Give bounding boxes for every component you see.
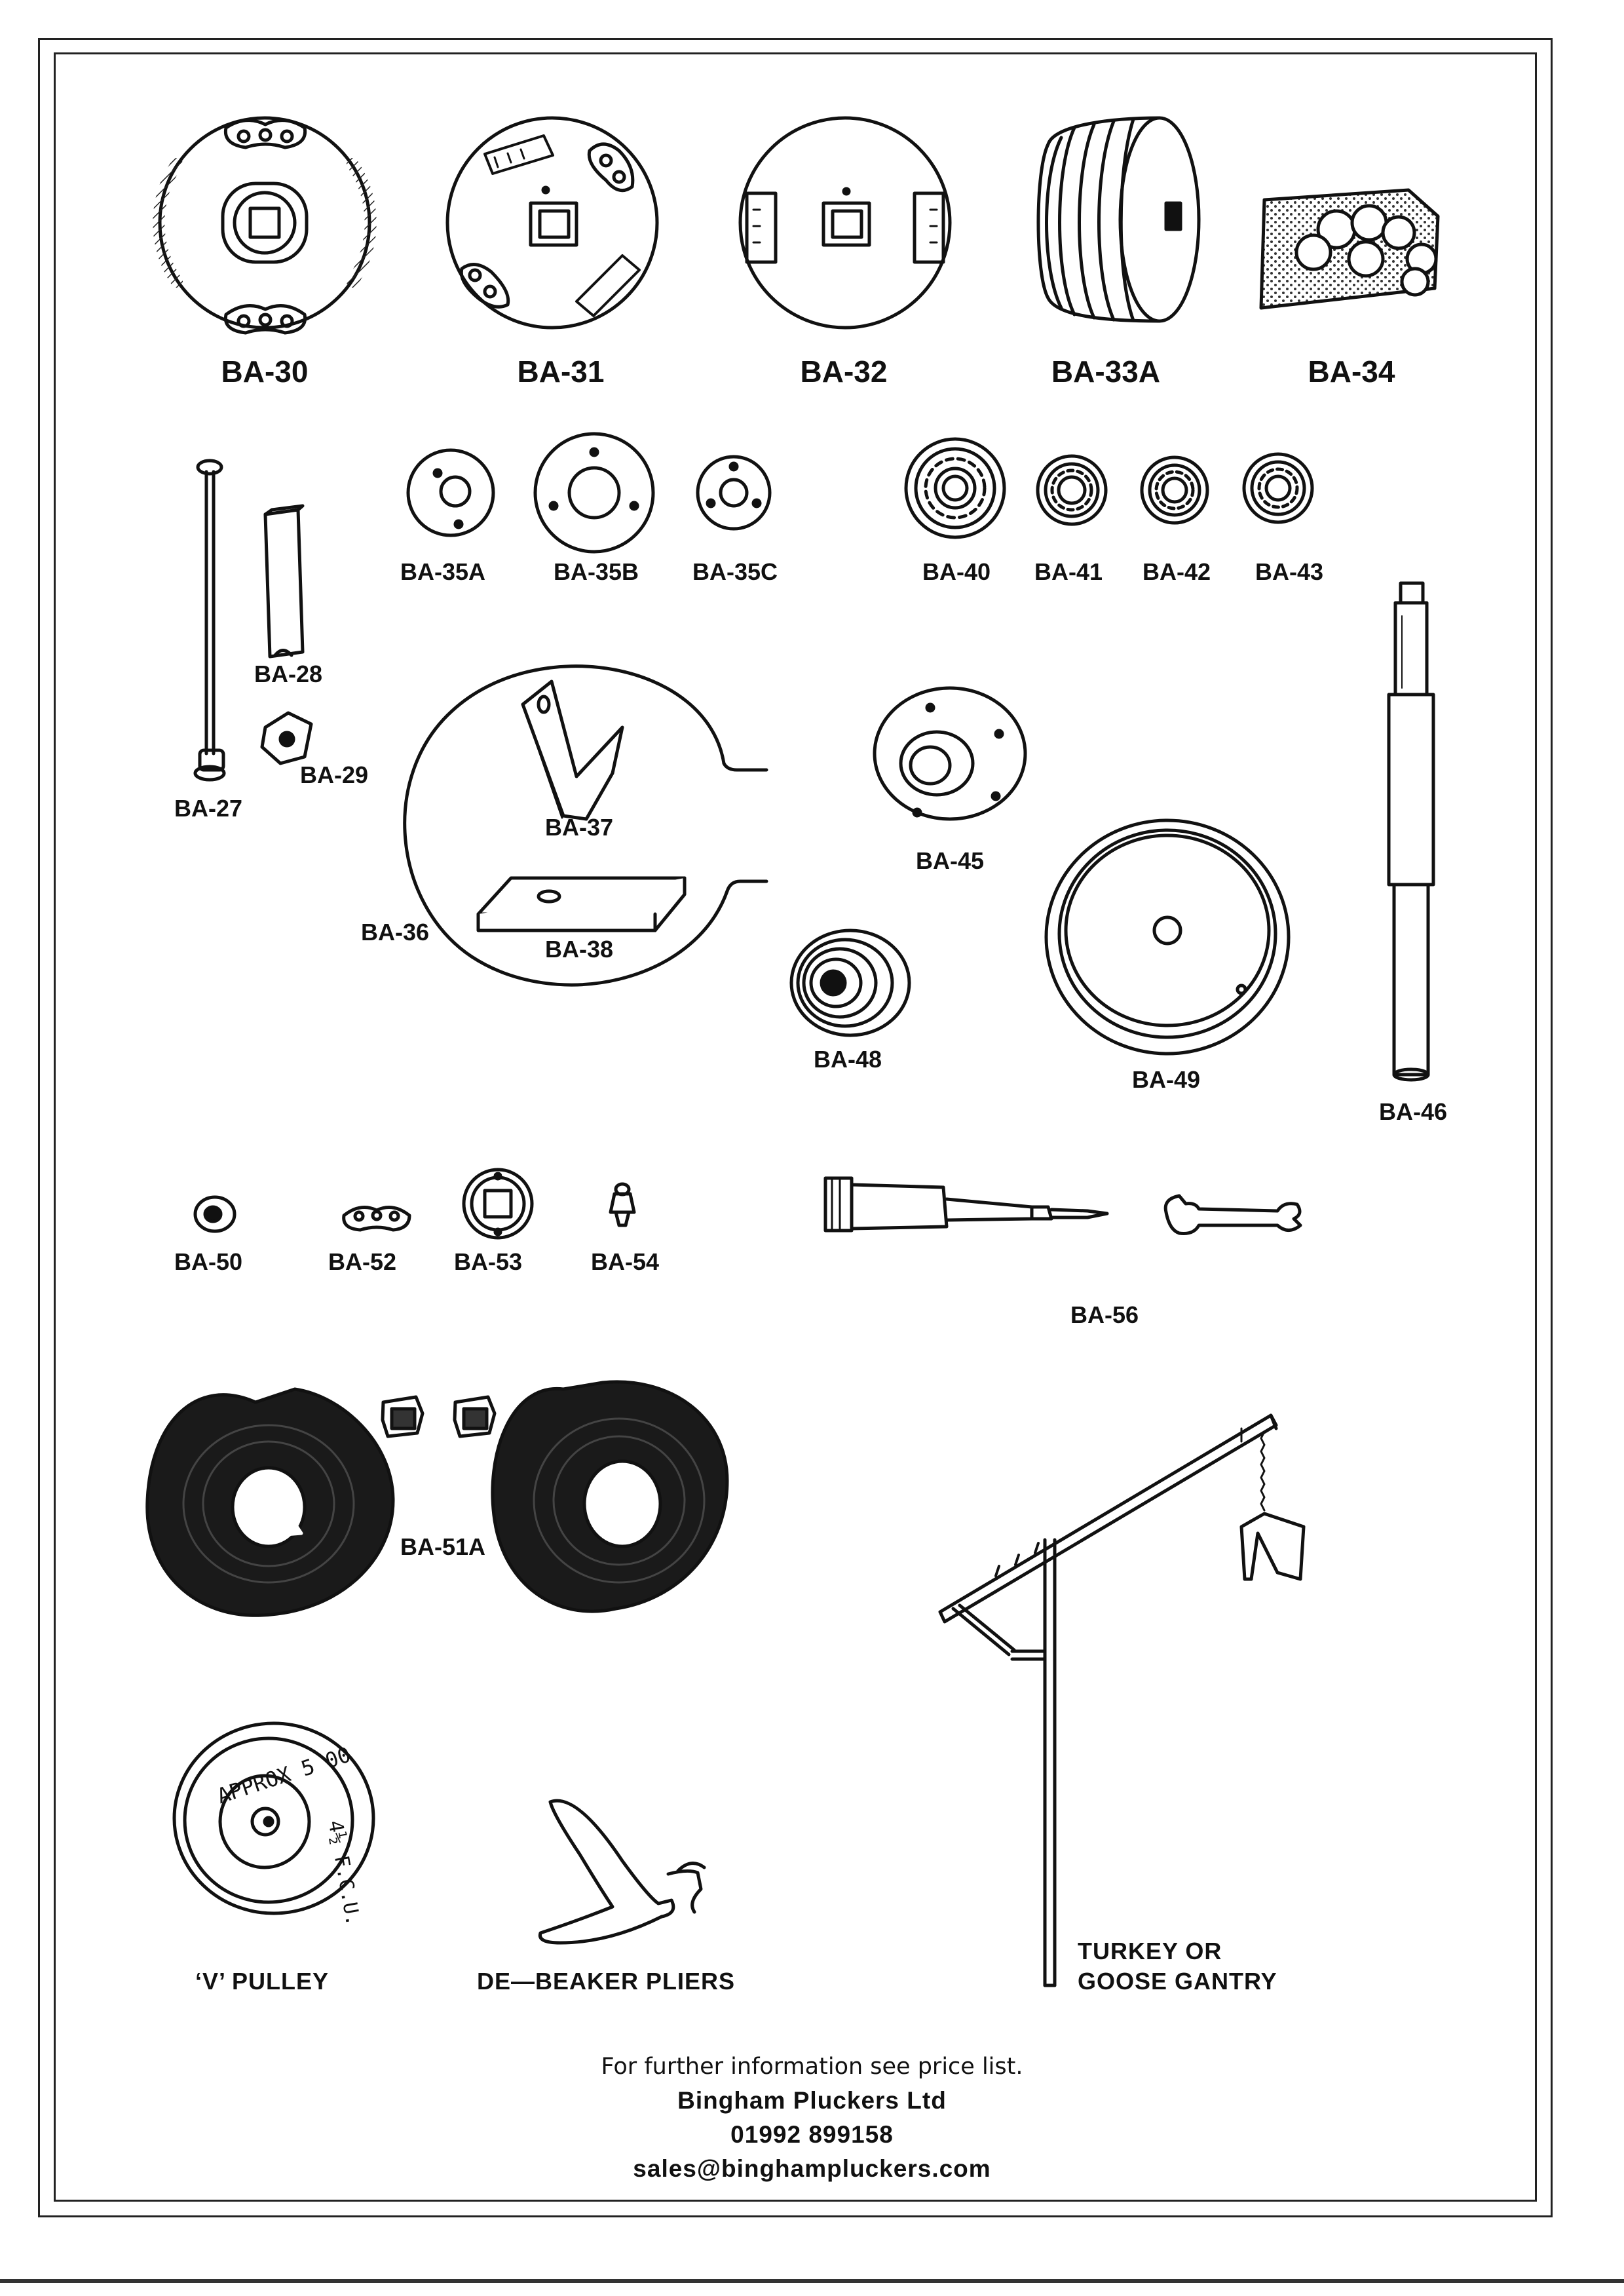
ba51a-belts-drawing <box>145 1380 729 1617</box>
ba37-blade-drawing <box>521 679 624 821</box>
ba52-clip-drawing <box>342 1206 411 1232</box>
footer-note: For further information see price list. <box>601 2054 1023 2080</box>
ba56-label: BA-56 <box>1070 1301 1139 1328</box>
ba50-bush-drawing <box>193 1195 236 1233</box>
pliers-caption: DE—BEAKER PLIERS <box>476 1968 736 1995</box>
ba45-flange-drawing <box>873 686 1027 821</box>
ba29-nut-drawing <box>260 711 313 765</box>
gantry-caption-line2: GOOSE GANTRY <box>1078 1968 1277 1995</box>
ba48-label: BA-48 <box>813 1046 882 1073</box>
v-pulley-top-text: APPROX 5 00 <box>214 1742 354 1809</box>
ba53-hub-drawing <box>462 1168 534 1240</box>
ba37-label: BA-37 <box>544 814 614 841</box>
outer-border <box>38 38 1553 2217</box>
ba30-disc-drawing <box>153 116 377 335</box>
company-name: Bingham Pluckers Ltd <box>677 2087 947 2114</box>
ba40-43-bearings-drawing <box>904 437 1314 539</box>
ba38-plate-drawing <box>476 876 687 932</box>
ba35c-label: BA-35C <box>692 558 778 585</box>
ba48-pulley-drawing <box>789 928 911 1037</box>
ba27-rod-drawing <box>193 459 226 782</box>
ba31-label: BA-31 <box>517 354 605 389</box>
gantry-drawing <box>938 1413 1306 1987</box>
v-pulley-side-text: 4½ F.C.U. <box>324 1819 365 1928</box>
bottom-rule <box>0 2279 1624 2283</box>
ba40-label: BA-40 <box>922 558 991 585</box>
ba35-washers-drawing <box>406 432 772 554</box>
v-pulley-drawing: APPROX 5 00 4½ F.C.U. <box>172 1721 375 1928</box>
de-beaker-pliers-drawing <box>538 1799 706 1945</box>
footer: For further information see price list. … <box>0 2050 1624 2186</box>
ba33a-label: BA-33A <box>1051 354 1161 389</box>
ba32-disc-drawing <box>738 116 952 330</box>
gantry-caption: TURKEY OR GOOSE GANTRY <box>1078 1936 1277 1997</box>
ba42-label: BA-42 <box>1142 558 1211 585</box>
ba46-label: BA-46 <box>1378 1098 1448 1125</box>
ba38-label: BA-38 <box>544 936 614 963</box>
ba54-nipple-drawing <box>609 1182 636 1227</box>
ba28-label: BA-28 <box>254 660 323 687</box>
ba43-label: BA-43 <box>1255 558 1324 585</box>
email-address[interactable]: sales@binghampluckers.com <box>633 2155 991 2182</box>
ba52-label: BA-52 <box>328 1248 397 1275</box>
v-pulley-caption: ‘V’ PULLEY <box>195 1968 330 1995</box>
ba28-bar-drawing <box>263 504 305 659</box>
ba35a-label: BA-35A <box>400 558 486 585</box>
ba46-shaft-drawing <box>1387 581 1435 1082</box>
ba49-pulley-drawing <box>1044 818 1291 1056</box>
ba49-label: BA-49 <box>1131 1066 1201 1093</box>
inner-border <box>54 52 1537 2202</box>
ba30-label: BA-30 <box>221 354 309 389</box>
ba34-cloth-drawing <box>1259 188 1440 310</box>
ba56-grease-gun-drawing <box>823 1176 1109 1233</box>
ba41-label: BA-41 <box>1034 558 1103 585</box>
ba45-label: BA-45 <box>915 847 985 874</box>
ba27-label: BA-27 <box>174 795 243 822</box>
ba36-ring-drawing <box>403 664 768 987</box>
ba54-label: BA-54 <box>590 1248 660 1275</box>
ba35b-label: BA-35B <box>553 558 639 585</box>
phone-number: 01992 899158 <box>730 2121 894 2148</box>
ba51a-label: BA-51A <box>400 1533 486 1560</box>
ba32-label: BA-32 <box>800 354 888 389</box>
ba56-spanner-drawing <box>1163 1194 1302 1235</box>
ba53-label: BA-53 <box>453 1248 523 1275</box>
ba29-label: BA-29 <box>299 761 369 788</box>
gantry-caption-line1: TURKEY OR <box>1078 1938 1222 1964</box>
ba34-label: BA-34 <box>1308 354 1395 389</box>
ba33a-roller-drawing <box>1036 116 1201 323</box>
ba50-label: BA-50 <box>174 1248 243 1275</box>
ba36-label: BA-36 <box>360 919 430 946</box>
ba31-disc-drawing <box>445 116 659 330</box>
